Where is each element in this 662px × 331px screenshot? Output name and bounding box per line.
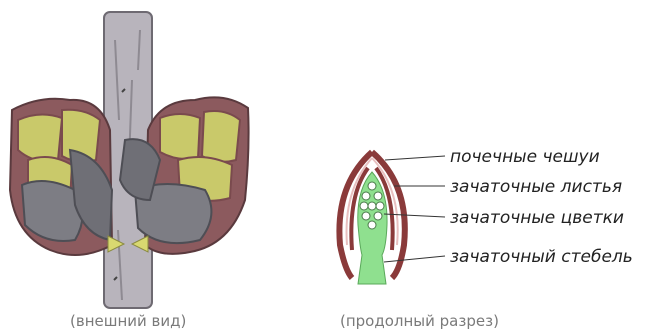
label-embryonic-stem: зачаточный стебель [450, 247, 633, 267]
section-drawing [339, 152, 404, 284]
label-embryonic-flowers: зачаточные цветки [450, 208, 624, 228]
label-embryonic-leaves: зачаточные листья [450, 177, 622, 197]
caption-longitudinal-section: (продолный разрез) [340, 312, 499, 330]
caption-external-view: (внешний вид) [70, 312, 186, 330]
left-bud [10, 99, 112, 255]
external-view-drawing [10, 12, 249, 308]
label-bud-scales: почечные чешуи [450, 147, 600, 167]
